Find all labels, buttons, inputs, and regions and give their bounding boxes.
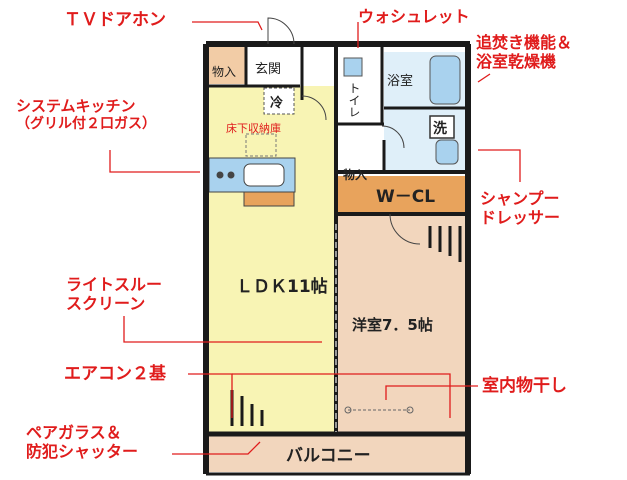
gas-burner xyxy=(227,171,235,179)
bathroom-label: 浴室 xyxy=(387,74,414,89)
leader-lines xyxy=(109,21,521,455)
bathtub xyxy=(429,55,461,105)
system-kitchen-annotation: システムキッチン （グリル付２口ガス） xyxy=(16,97,156,132)
dresser-line-2: ドレッサー xyxy=(480,207,561,227)
reheat-dryer-annotation: 追焚き機能＆ 浴室乾燥機 xyxy=(476,33,573,72)
washer-space xyxy=(429,115,455,139)
screen-line-2: スクリーン xyxy=(66,293,146,313)
underfloor-storage-box xyxy=(245,133,277,157)
balcony-label: バルコニー xyxy=(286,446,371,466)
wcl-floor xyxy=(338,176,466,214)
entrance-floor xyxy=(248,46,302,84)
pair-glass-shutter-annotation: ペアガラス＆ 防犯シャッター xyxy=(26,423,139,462)
reheat-line-1: 追焚き機能＆ xyxy=(476,33,573,52)
kitchen-line-2: （グリル付２口ガス） xyxy=(16,115,156,132)
mid-storage-label: 物入 xyxy=(343,168,368,182)
toilet-bowl xyxy=(343,57,363,77)
indoor-drying-bar xyxy=(344,406,414,414)
screen-line-1: ライトスルー xyxy=(66,275,163,294)
fridge-label: 冷 xyxy=(270,96,284,111)
shampoo-dresser-annotation: シャンプー ドレッサー xyxy=(480,189,561,228)
entry-storage-label: 物入 xyxy=(212,65,237,79)
door-swings xyxy=(267,17,421,245)
dresser-sink xyxy=(435,139,459,165)
western-room-floor xyxy=(338,214,466,432)
ldk-label: ＬＤＫ11帖 xyxy=(236,277,328,297)
gas-burner xyxy=(216,171,224,179)
indoor-drying-annotation: 室内物干し xyxy=(482,376,567,396)
washlet-annotation: ウォシュレット xyxy=(358,7,470,26)
dresser-line-1: シャンプー xyxy=(480,189,560,208)
glass-line-2: 防犯シャッター xyxy=(26,441,139,461)
laundry-label: 洗 xyxy=(433,121,447,137)
glass-line-1: ペアガラス＆ xyxy=(26,423,122,442)
ldk-floor xyxy=(208,86,336,432)
wcl-label: W－CL xyxy=(376,187,436,207)
balcony-floor xyxy=(208,432,466,472)
light-through-screen-annotation: ライトスルー スクリーン xyxy=(66,275,163,314)
kitchen-line-1: システムキッチン xyxy=(16,97,136,115)
reheat-line-2: 浴室乾燥機 xyxy=(476,51,557,71)
toilet-label: トイレ xyxy=(347,82,361,118)
western-room-label: 洋室7．5帖 xyxy=(352,316,433,334)
entry-storage xyxy=(208,46,246,84)
kitchen-shelf xyxy=(243,191,295,207)
aircon-annotation: エアコン２基 xyxy=(64,364,166,384)
fridge-space xyxy=(263,87,295,115)
kitchen-sink xyxy=(243,163,285,187)
tv-door-phone-annotation: ＴＶドアホン xyxy=(64,10,166,30)
entrance-label: 玄関 xyxy=(255,62,282,77)
underfloor-storage-label: 床下収納庫 xyxy=(226,122,281,135)
